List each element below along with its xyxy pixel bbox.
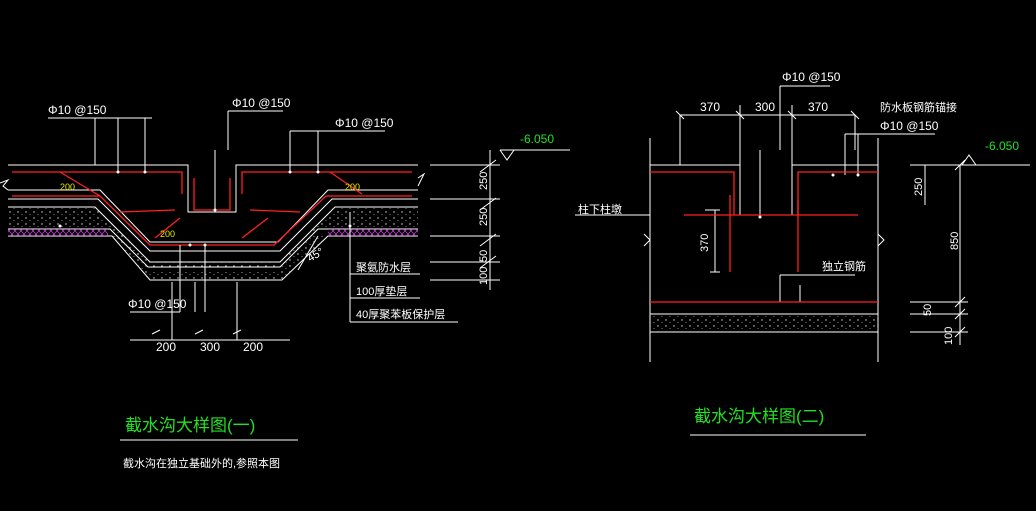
waterproof-hatch-left-b (328, 229, 418, 236)
layer-label-3: 40厚聚苯板保护层 (356, 307, 445, 321)
bottom-dim-1: 200 (156, 340, 176, 354)
detail-title-one: 截水沟大样图(一) (125, 416, 255, 435)
dim-250-a: 250 (478, 172, 490, 190)
elevation-right: -6.050 (985, 139, 1019, 153)
leaders-left (48, 110, 570, 341)
detail-note: 截水沟在独立基础外的,参照本图 (123, 456, 280, 470)
label-waterproof-rebar: 防水板钢筋锚接 (880, 100, 957, 114)
rebar-label-bottom: Φ10 @150 (128, 297, 187, 311)
rebar-label-right: Φ10 @150 (880, 119, 939, 133)
rebar-label-top-right-detail: Φ10 @150 (782, 70, 841, 84)
rebar-label-top-mid: Φ10 @150 (232, 96, 291, 110)
top-dim-3: 370 (808, 100, 828, 114)
detail-title-two: 截水沟大样图(二) (694, 407, 824, 426)
detail-one: Φ10 @150 Φ10 @150 Φ10 @150 Φ10 @150 -6.0… (0, 96, 570, 470)
dim-50: 50 (478, 250, 490, 262)
label-column: 柱下柱墩 (578, 202, 622, 216)
detail-two: Φ10 @150 370 300 370 防水板钢筋锚接 Φ10 @150 -6… (575, 70, 1030, 436)
bottom-dim-2: 300 (200, 340, 220, 354)
anchor-label-left: 200 (60, 182, 75, 192)
anchor-label-bottom: 200 (160, 229, 175, 239)
anchor-label-right: 200 (345, 182, 360, 192)
concrete-fill-right (650, 314, 878, 332)
rebar-dots-right (758, 173, 860, 219)
rebar-label-top-right: Φ10 @150 (335, 116, 394, 130)
layer-label-2: 100厚垫层 (356, 284, 407, 298)
dim-50-right: 50 (922, 304, 934, 316)
rebar-left (12, 171, 412, 246)
waterproof-hatch-left-a (8, 229, 108, 236)
bottom-dim-3: 200 (243, 340, 263, 354)
dim-850-right: 850 (949, 232, 961, 250)
dim-370-vertical: 370 (699, 234, 711, 252)
layer-label-1: 聚氨防水层 (356, 260, 411, 274)
top-dim-2: 300 (755, 100, 775, 114)
rebar-label-top-left: Φ10 @150 (48, 103, 107, 117)
dim-250-b: 250 (478, 208, 490, 226)
dim-100-right: 100 (943, 327, 955, 345)
elevation-left: -6.050 (520, 132, 554, 146)
top-dim-1: 370 (700, 100, 720, 114)
rebar-right (650, 171, 878, 303)
concrete-fill-left (8, 207, 418, 267)
label-bar: 独立钢筋 (822, 259, 866, 273)
dim-250-right: 250 (913, 178, 925, 196)
dim-100: 100 (478, 267, 490, 285)
